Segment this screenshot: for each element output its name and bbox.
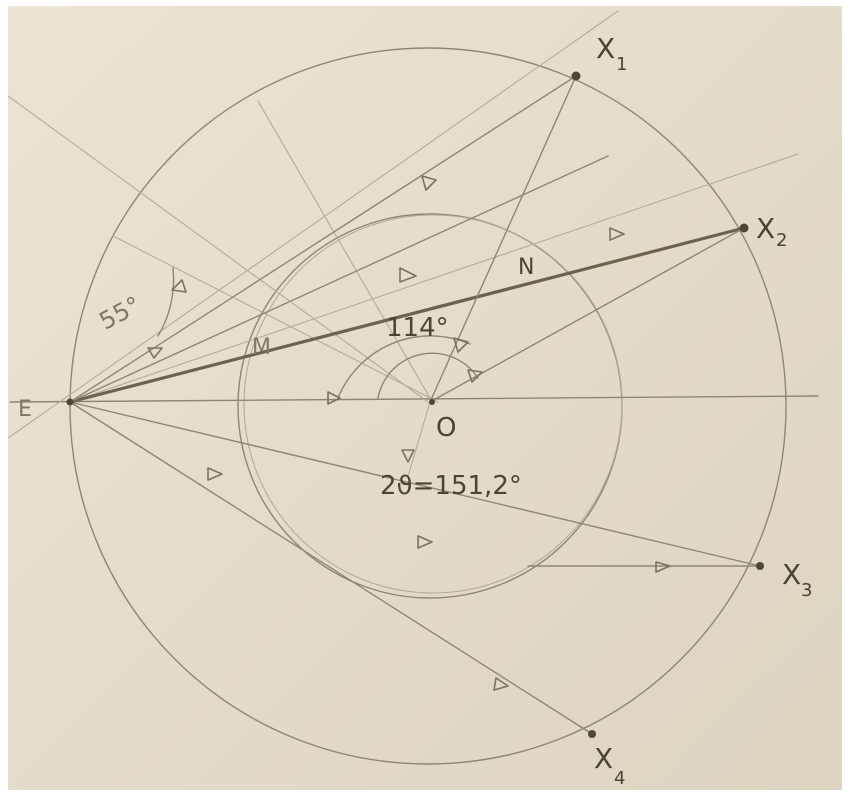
- label-angle-114: 114°: [386, 313, 449, 343]
- arrowhead: [493, 677, 509, 691]
- label-two-theta: 2ϑ=151,2°: [380, 471, 522, 501]
- point-o: [429, 399, 435, 405]
- arrowhead: [655, 561, 671, 573]
- label-angle-55: 55°: [95, 291, 146, 336]
- inner-circle-trace: [243, 214, 623, 594]
- construction-line-faint-left: [8, 95, 429, 403]
- construction-line-vertical: [257, 100, 431, 399]
- label-x1: X: [596, 32, 615, 65]
- arc-114: [337, 335, 471, 399]
- arrowhead: [171, 279, 187, 293]
- label-x4: X: [594, 742, 613, 775]
- construction-line-e-x1: [8, 10, 619, 439]
- label-x1-sub: 1: [616, 54, 627, 75]
- arc-55: [157, 267, 175, 337]
- point-x4: [588, 730, 596, 738]
- label-x2-sub: 2: [776, 230, 787, 251]
- arrowhead: [207, 467, 223, 481]
- construction-line-perp: [112, 235, 439, 403]
- arc-small: [377, 352, 479, 399]
- arrowhead: [399, 267, 417, 283]
- point-x1: [571, 71, 581, 81]
- point-x3: [756, 562, 764, 570]
- horizontal-axis: [9, 395, 819, 403]
- ray-e-x4: [69, 401, 593, 735]
- line-o-down: [407, 401, 431, 477]
- arrowhead: [327, 391, 341, 405]
- label-x3: X: [782, 558, 801, 591]
- arrowhead: [453, 337, 469, 353]
- label-x2: X: [756, 212, 775, 245]
- point-x2: [739, 223, 749, 233]
- ray-e-upper: [69, 155, 609, 403]
- arrowhead: [467, 369, 483, 383]
- line-o-x2: [429, 227, 745, 403]
- ray-e-x1: [69, 75, 577, 403]
- label-x4-sub: 4: [614, 768, 625, 789]
- label-n: N: [518, 255, 534, 280]
- geometry-diagram: X 1 X 2 X 3 X 4 O M N E 55° 114° 2ϑ=151,…: [8, 10, 819, 789]
- point-e: [66, 398, 74, 406]
- arrowhead: [609, 227, 625, 241]
- construction-line-e-x2: [69, 153, 799, 403]
- label-e: E: [18, 397, 32, 422]
- arrowhead: [421, 175, 437, 191]
- label-x3-sub: 3: [801, 580, 812, 601]
- ray-e-x3: [69, 401, 761, 567]
- outer-circle: [69, 47, 787, 765]
- paper-sheet: X 1 X 2 X 3 X 4 O M N E 55° 114° 2ϑ=151,…: [8, 6, 842, 790]
- line-o-x1: [429, 75, 577, 403]
- arrowhead: [147, 347, 163, 359]
- ray-e-x2-bold: [68, 226, 746, 404]
- label-o: O: [436, 413, 456, 443]
- arrowhead: [401, 449, 415, 463]
- label-m: M: [252, 335, 271, 360]
- arrowhead: [417, 535, 433, 549]
